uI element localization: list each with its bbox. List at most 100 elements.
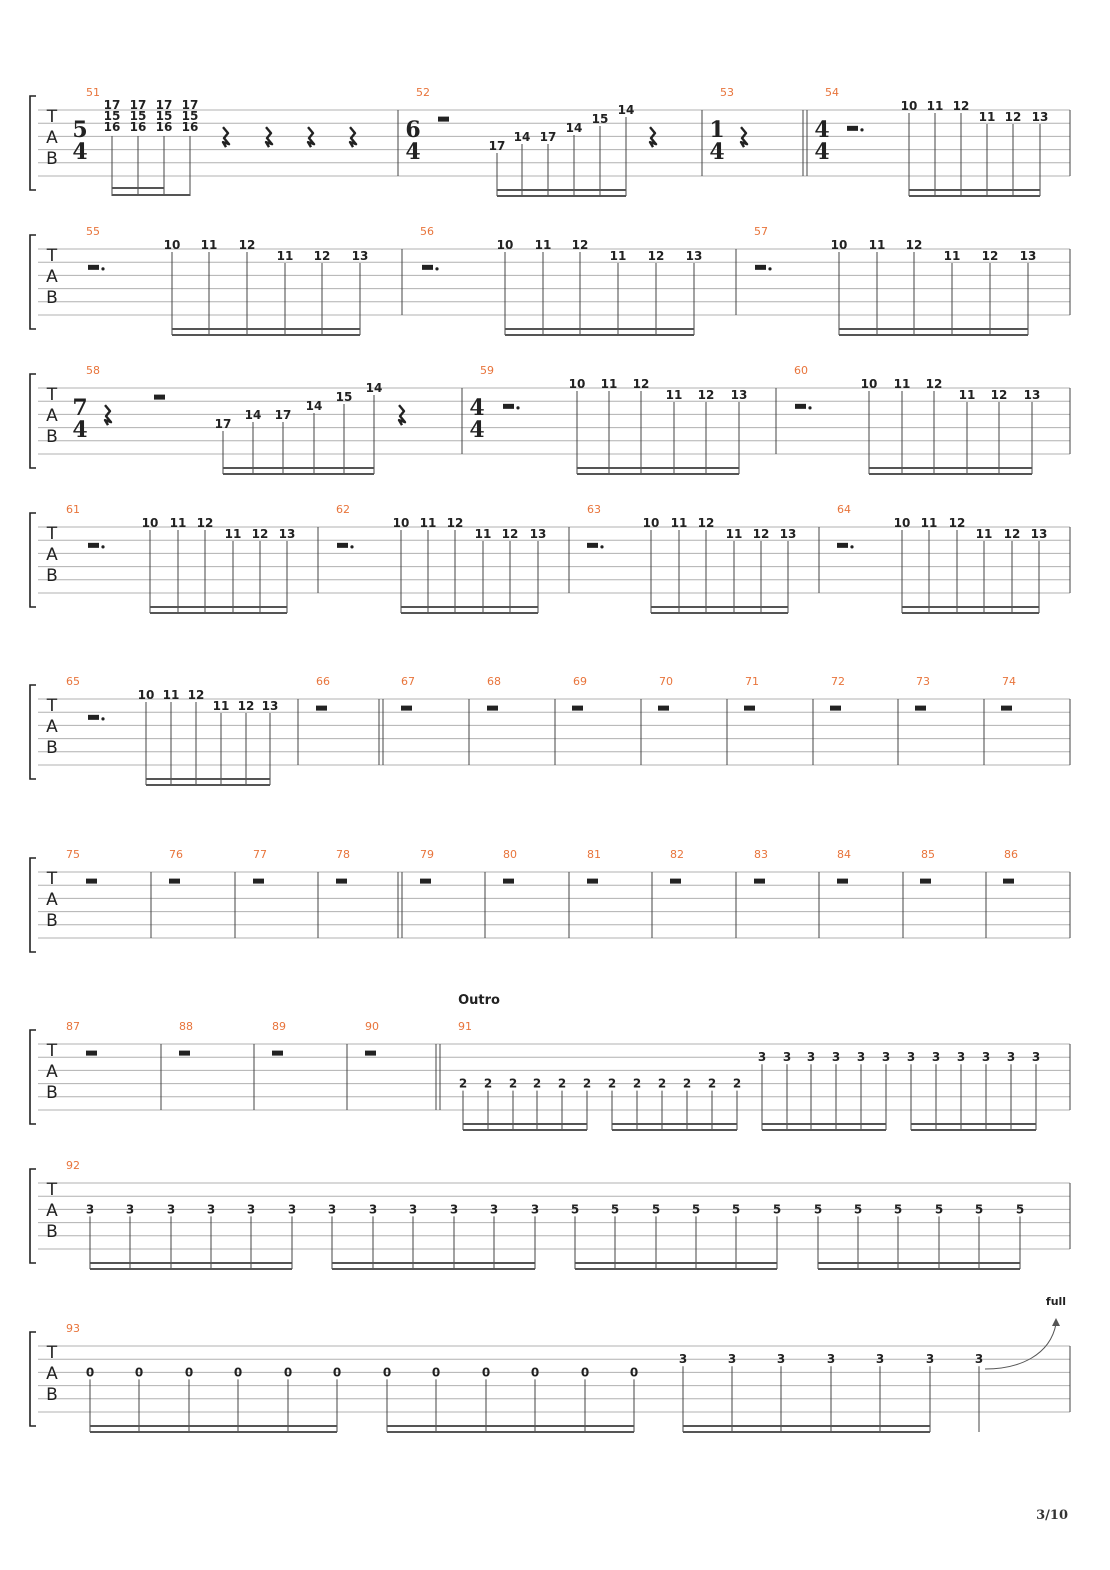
fret-number: 5 — [1016, 1202, 1024, 1216]
fret-number: 10 — [138, 688, 155, 702]
measure-number: 85 — [921, 848, 935, 861]
measure-number: 55 — [86, 225, 100, 238]
measure-number: 78 — [336, 848, 350, 861]
fret-number: 13 — [1020, 249, 1037, 263]
fret-number: 14 — [514, 130, 531, 144]
fret-number: 3 — [167, 1202, 175, 1216]
beam — [146, 784, 270, 786]
fret-number: 13 — [530, 527, 547, 541]
beam — [90, 1431, 337, 1433]
fret-number: 12 — [633, 377, 650, 391]
beam — [387, 1431, 634, 1433]
rest — [1003, 878, 1014, 884]
measure-number: 53 — [720, 86, 734, 99]
fret-number: 2 — [633, 1077, 641, 1091]
dotted-half-rest-dot — [101, 545, 105, 549]
fret-number: 13 — [1032, 110, 1049, 124]
fret-number: 11 — [944, 249, 961, 263]
beam — [90, 1425, 337, 1427]
dotted-half-rest-dot — [600, 545, 604, 549]
system-bracket — [29, 1029, 36, 1125]
fret-number: 3 — [86, 1202, 94, 1216]
fret-number: 15 — [336, 390, 353, 404]
quarter-rest — [739, 126, 749, 148]
measure-number: 81 — [587, 848, 601, 861]
measure-number: 76 — [169, 848, 183, 861]
beam — [150, 606, 287, 608]
fret-number: 12 — [314, 249, 331, 263]
fret-number: 3 — [807, 1050, 815, 1064]
fret-number: 15 — [156, 109, 173, 123]
quarter-rest — [397, 404, 407, 426]
fret-number: 14 — [245, 408, 262, 422]
fret-number: 11 — [671, 516, 688, 530]
fret-number: 12 — [926, 377, 943, 391]
beam — [332, 1262, 535, 1264]
time-signature-bottom: 4 — [405, 139, 420, 165]
rest — [438, 116, 449, 122]
dotted-half-rest-dot — [101, 717, 105, 721]
tab-clef-b: B — [46, 911, 58, 931]
fret-number: 13 — [1024, 388, 1041, 402]
fret-number: 12 — [753, 527, 770, 541]
measure-number: 70 — [659, 675, 673, 688]
rest — [1001, 705, 1012, 711]
fret-number: 12 — [239, 238, 256, 252]
fret-number: 5 — [935, 1202, 943, 1216]
fret-number: 2 — [708, 1077, 716, 1091]
quarter-rest — [264, 126, 274, 148]
measure-number: 73 — [916, 675, 930, 688]
fret-number: 0 — [630, 1365, 638, 1379]
fret-number: 3 — [450, 1202, 458, 1216]
fret-number: 16 — [182, 120, 199, 134]
fret-number: 11 — [213, 699, 230, 713]
beam — [575, 1268, 777, 1270]
dotted-half-rest — [88, 542, 99, 548]
fret-number: 3 — [247, 1202, 255, 1216]
measure-number: 80 — [503, 848, 517, 861]
quarter-rest — [221, 126, 231, 148]
system-bracket — [29, 857, 36, 953]
tab-clef-a: A — [46, 267, 58, 287]
measure-number: 58 — [86, 364, 100, 377]
tab-clef-t: T — [46, 696, 58, 716]
fret-number: 11 — [535, 238, 552, 252]
measure-number: 62 — [336, 503, 350, 516]
measure-number: 71 — [745, 675, 759, 688]
rest — [179, 1050, 190, 1056]
beam — [651, 606, 788, 608]
fret-number: 13 — [352, 249, 369, 263]
dotted-half-rest — [837, 542, 848, 548]
measure-number: 79 — [420, 848, 434, 861]
fret-number: 10 — [894, 516, 911, 530]
time-signature-bottom: 4 — [72, 139, 87, 165]
fret-number: 5 — [692, 1202, 700, 1216]
fret-number: 3 — [832, 1050, 840, 1064]
fret-number: 5 — [814, 1202, 822, 1216]
fret-number: 11 — [170, 516, 187, 530]
fret-number: 3 — [288, 1202, 296, 1216]
tab-clef-a: A — [46, 1364, 58, 1384]
fret-number: 12 — [991, 388, 1008, 402]
fret-number: 0 — [234, 1365, 242, 1379]
beam — [497, 189, 626, 191]
tab-clef-b: B — [46, 149, 58, 169]
tab-clef-a: A — [46, 717, 58, 737]
fret-number: 11 — [475, 527, 492, 541]
fret-number: 3 — [531, 1202, 539, 1216]
measure-number: 68 — [487, 675, 501, 688]
beam — [683, 1431, 930, 1433]
fret-number: 11 — [610, 249, 627, 263]
fret-number: 2 — [558, 1077, 566, 1091]
rest — [169, 878, 180, 884]
fret-number: 5 — [894, 1202, 902, 1216]
measure-number: 69 — [573, 675, 587, 688]
beam — [683, 1425, 930, 1427]
fret-number: 11 — [927, 99, 944, 113]
fret-number: 2 — [683, 1077, 691, 1091]
fret-number: 15 — [592, 112, 609, 126]
fret-number: 12 — [447, 516, 464, 530]
measure-number: 72 — [831, 675, 845, 688]
time-signature-top: 4 — [814, 117, 829, 143]
fret-number: 15 — [182, 109, 199, 123]
